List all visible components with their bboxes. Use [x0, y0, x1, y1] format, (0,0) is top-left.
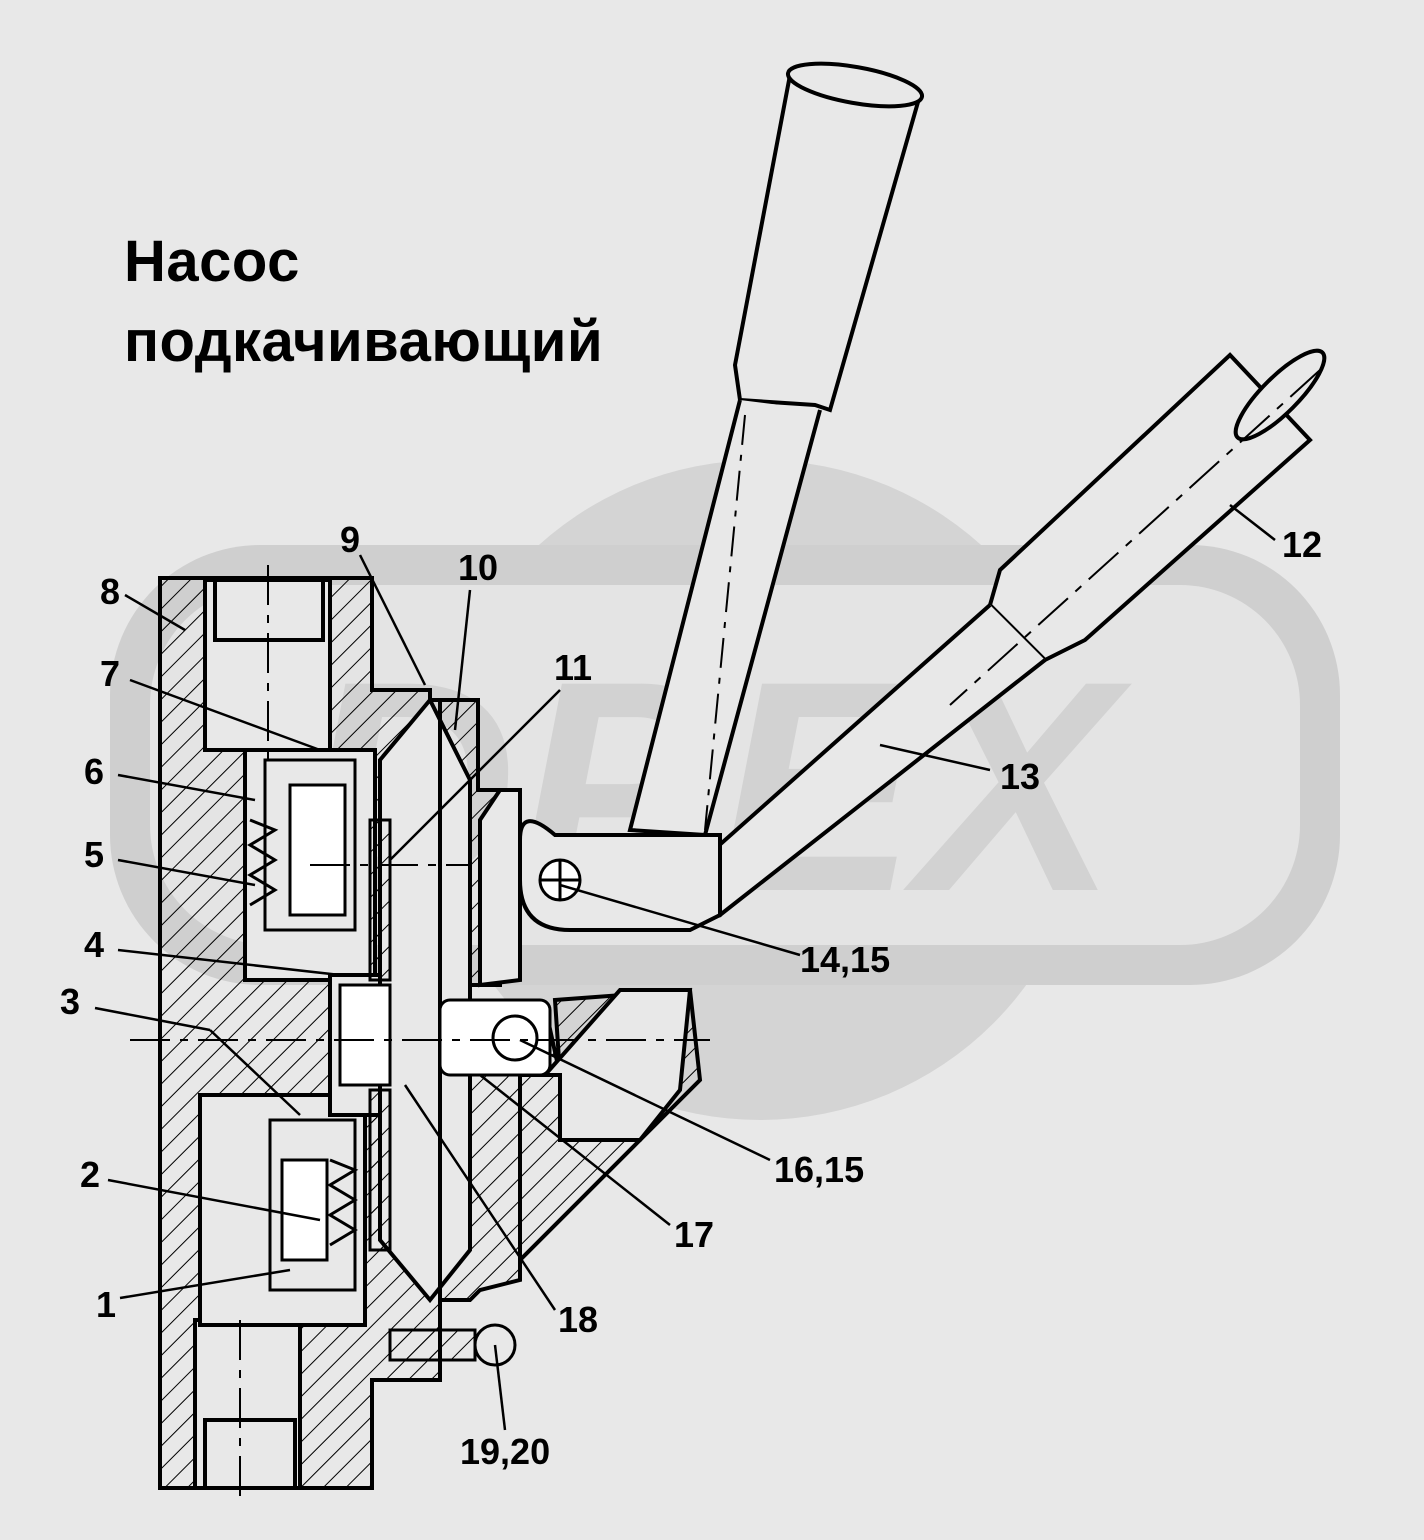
callout-13: 13: [1000, 756, 1041, 797]
title-line-1: Насос: [124, 229, 300, 294]
callout-14-15: 14,15: [800, 939, 891, 980]
diagram-title: Насос подкачивающий: [124, 222, 603, 382]
callout-17: 17: [674, 1214, 715, 1255]
callout-6: 6: [84, 751, 105, 792]
callout-18: 18: [558, 1299, 599, 1340]
diaphragm: [368, 818, 392, 982]
callout-12: 12: [1282, 524, 1323, 565]
callout-2: 2: [80, 1154, 101, 1195]
lever-upper: [627, 61, 925, 838]
valves: [247, 700, 552, 1367]
title-line-2: подкачивающий: [124, 309, 604, 374]
leader-lines: [94, 504, 1276, 1431]
lever-arm: [518, 819, 722, 932]
callout-3: 3: [60, 981, 81, 1022]
callout-1: 1: [96, 1284, 117, 1325]
callout-16-15: 16,15: [774, 1149, 865, 1190]
callout-7: 7: [100, 653, 121, 694]
callout-5: 5: [84, 834, 105, 875]
callout-19-20: 19,20: [460, 1431, 551, 1472]
drain-screw: [388, 1328, 477, 1362]
lever-lower: [518, 348, 1327, 932]
callout-10: 10: [458, 547, 499, 588]
lever-housing: [478, 788, 522, 988]
callout-9: 9: [340, 519, 361, 560]
callout-11: 11: [554, 647, 593, 688]
callout-8: 8: [100, 571, 121, 612]
callout-4: 4: [84, 924, 105, 965]
pump-rod: [338, 983, 392, 1087]
lower-spring: [327, 1158, 359, 1247]
pivot-pin: [538, 858, 582, 902]
roller: [491, 1014, 539, 1062]
upper-spring: [247, 818, 279, 907]
